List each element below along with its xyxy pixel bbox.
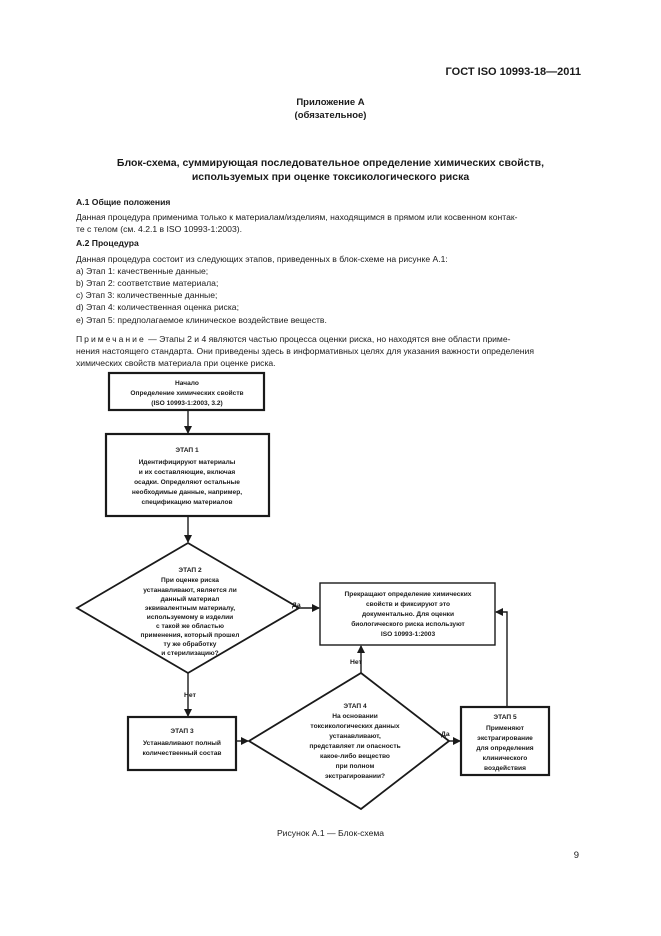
flow-text: необходимые данные, например, <box>132 488 242 496</box>
arrow-stage5-to-stop <box>495 608 508 707</box>
flow-text: Прекращают определение химических <box>345 591 472 598</box>
flow-text: и стерилизацию? <box>161 650 218 657</box>
stage4-text: ЭТАП 4 На основании токсикологических да… <box>309 703 400 780</box>
flow-text: и их составляющие, включая <box>139 469 236 476</box>
flow-text: биологического риска используют <box>351 620 465 628</box>
flow-text: количественный состав <box>143 749 222 757</box>
flow-text: ту же обработку <box>164 640 217 648</box>
section-a1-line-1: Данная процедура применима только к мате… <box>76 212 518 222</box>
flow-text: ЭТАП 5 <box>493 714 517 721</box>
stop-box-text: Прекращают определение химических свойст… <box>345 591 472 638</box>
main-title: Блок-схема, суммирующая последовательное… <box>0 156 661 184</box>
flow-text: клинического <box>483 755 528 762</box>
flow-text: экстрагирование <box>477 735 533 742</box>
flow-text: при полном <box>336 763 375 770</box>
flow-text: ЭТАП 2 <box>178 567 202 574</box>
flow-text: токсикологических данных <box>310 723 399 730</box>
annex-status: (обязательное) <box>294 110 367 121</box>
flow-text: При оценке риска <box>161 577 219 584</box>
flow-text: Начало <box>175 380 199 387</box>
label-no-stage4: Нет <box>350 659 363 666</box>
annex-heading: Приложение А (обязательное) <box>0 96 661 122</box>
stop-box <box>319 582 496 646</box>
note-line-1: — Этапы 2 и 4 являются частью процесса о… <box>145 334 511 344</box>
flow-text: Идентифицируют материалы <box>139 459 236 466</box>
stage5-text: ЭТАП 5 Применяют экстрагирование для опр… <box>476 714 533 772</box>
main-title-line-1: Блок-схема, суммирующая последовательное… <box>116 157 545 169</box>
page-number: 9 <box>573 850 579 861</box>
note-line-3: химических свойств материала при оценке … <box>76 358 276 368</box>
stage3-text: ЭТАП 3 Устанавливают полный количественн… <box>143 728 222 757</box>
flow-text: применения, который прошел <box>141 631 240 639</box>
label-no-stage2: Нет <box>184 692 197 699</box>
note-label: Примечание <box>76 334 146 344</box>
stage3-box <box>126 715 238 772</box>
flow-text: используемому в изделии <box>147 614 233 621</box>
flow-text: с такой же областью <box>156 622 224 630</box>
note-line-2: нения настоящего стандарта. Они приведен… <box>76 346 534 356</box>
flow-text: Применяют <box>486 725 525 732</box>
label-yes-stage2: Да <box>292 602 301 609</box>
stage2-text: ЭТАП 2 При оценке риска устанавливают, я… <box>141 567 240 657</box>
flow-text: (ISO 10993-1:2003, 3.2) <box>151 400 222 407</box>
flow-text: спецификацию материалов <box>141 499 232 506</box>
flow-text: для определения <box>476 745 533 752</box>
main-title-line-2: используемых при оценке токсикологическо… <box>191 171 470 183</box>
list-item: d) Этап 4: количественная оценка риска; <box>76 302 239 312</box>
flow-text: ISO 10993-1:2003 <box>381 631 436 638</box>
section-a1-text: Данная процедура применима только к мате… <box>76 211 586 235</box>
flow-text: ЭТАП 3 <box>170 728 194 735</box>
list-item: e) Этап 5: предполагаемое клиническое во… <box>76 315 327 325</box>
section-a1-heading: А.1 Общие положения <box>76 197 171 207</box>
flow-text: Устанавливают полный <box>143 739 221 747</box>
flow-text: какое-либо вещество <box>320 752 390 760</box>
flow-text: Определение химических свойств <box>130 389 243 397</box>
stage4-diamond <box>247 671 451 811</box>
flow-text: документально. Для оценки <box>362 611 454 618</box>
flow-text: ЭТАП 4 <box>343 703 367 710</box>
annex-title: Приложение А <box>296 97 365 108</box>
flow-text: экстрагировании? <box>325 773 385 780</box>
flow-text: представляет ли опасность <box>309 743 400 750</box>
label-yes-stage4: Да <box>441 731 450 738</box>
list-item: c) Этап 3: количественные данные; <box>76 290 218 300</box>
stage1-box <box>104 432 271 518</box>
flow-text: данный материал <box>161 595 220 603</box>
note: Примечание — Этапы 2 и 4 являются частью… <box>76 333 586 369</box>
flow-text: свойств и фиксируют это <box>366 600 450 608</box>
list-item: a) Этап 1: качественные данные; <box>76 266 209 276</box>
figure-caption: Рисунок А.1 — Блок-схема <box>276 828 385 838</box>
document-header: ГОСТ ISO 10993-18—2011 <box>445 66 581 78</box>
stage5-box <box>459 705 551 777</box>
start-box <box>107 371 266 412</box>
flow-text: осадки. Определяют остальные <box>134 479 240 486</box>
section-a2-heading: А.2 Процедура <box>76 238 139 248</box>
flow-text: эквивалентным материалу, <box>145 605 235 612</box>
list-item: b) Этап 2: соответствие материала; <box>76 278 219 288</box>
stage1-text: ЭТАП 1 Идентифицируют материалы и их сос… <box>132 447 242 506</box>
flow-text: устанавливают, является ли <box>143 587 237 594</box>
start-box-text: Начало Определение химических свойств (I… <box>130 380 243 407</box>
flow-text: ЭТАП 1 <box>175 447 199 454</box>
flow-text: устанавливают, <box>329 733 381 740</box>
section-a2-intro: Данная процедура состоит из следующих эт… <box>76 254 448 264</box>
flow-text: На основании <box>332 713 378 720</box>
flow-text: воздействия <box>484 764 526 772</box>
section-a1-line-2: те с телом (см. 4.2.1 в ISO 10993-1:2003… <box>76 224 242 234</box>
